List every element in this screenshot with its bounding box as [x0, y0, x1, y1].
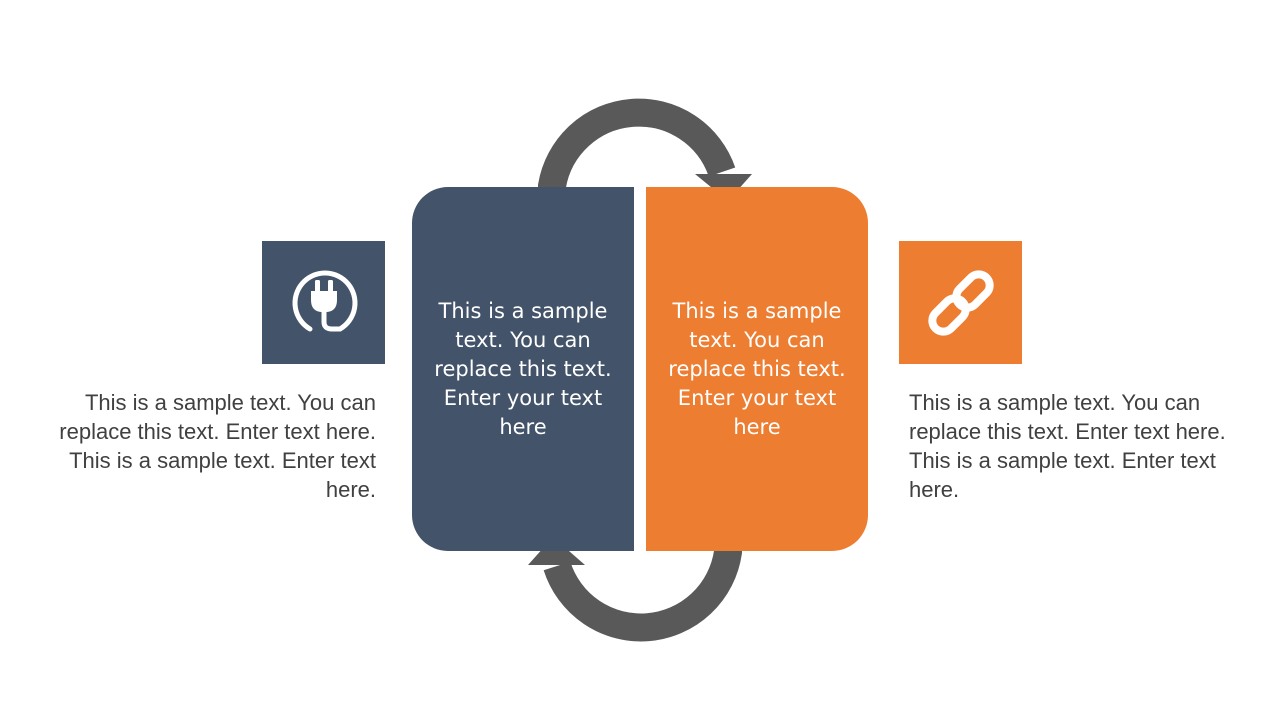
- right-panel: This is a sample text. You can replace t…: [646, 187, 868, 551]
- left-panel-text: This is a sample text. You can replace t…: [434, 298, 612, 439]
- right-description: This is a sample text. You can replace t…: [909, 390, 1226, 502]
- bottom-arrow-head: [528, 537, 585, 565]
- power-plug-icon: [292, 270, 357, 331]
- left-description: This is a sample text. You can replace t…: [59, 390, 376, 502]
- left-icon-box: [262, 241, 385, 364]
- right-icon-box: [899, 241, 1022, 364]
- bottom-cycle-arrow: [543, 537, 742, 642]
- chain-link-icon: [927, 269, 994, 336]
- left-panel: This is a sample text. You can replace t…: [412, 187, 634, 551]
- right-panel-text: This is a sample text. You can replace t…: [668, 298, 846, 439]
- top-cycle-arrow: [538, 98, 736, 201]
